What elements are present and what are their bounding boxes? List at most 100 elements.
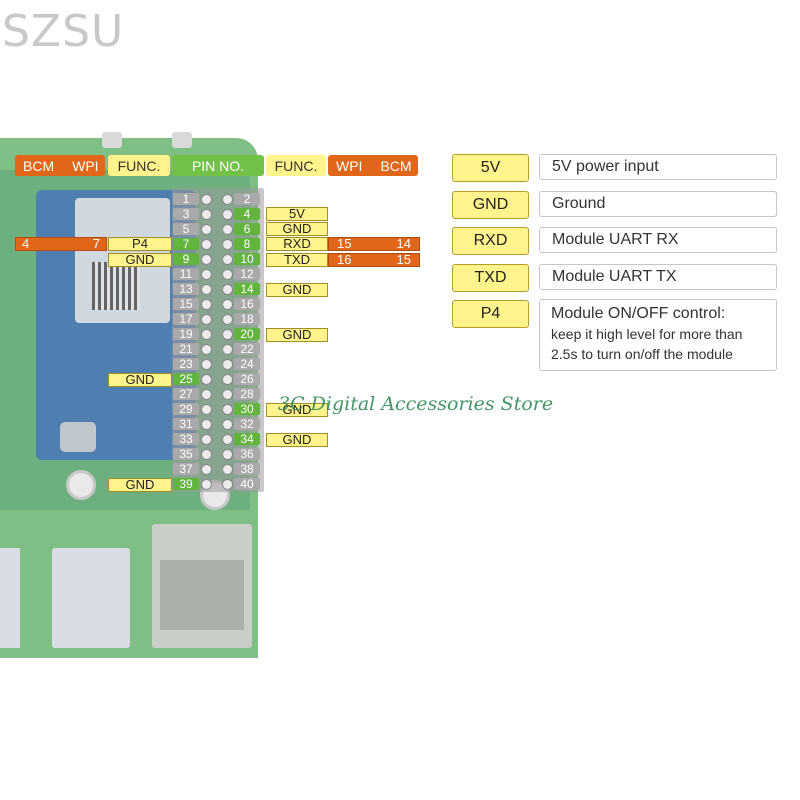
ethernet-port-inner: [160, 560, 244, 630]
header-right-wpi-bcm: WPI BCM: [328, 155, 418, 176]
legend-desc-txd: Module UART TX: [539, 264, 777, 290]
pin-contact: [222, 224, 233, 235]
pin-26: 26: [234, 373, 260, 385]
pin-4: 4: [234, 208, 260, 220]
pin34-func-label: GND: [266, 433, 328, 447]
pin-contact: [201, 269, 212, 280]
legend-p4-line3: 2.5s to turn on/off the module: [551, 346, 733, 362]
store-watermark: 3C Digital Accessories Store: [278, 393, 554, 415]
pin-29: 29: [173, 403, 199, 415]
pin-contact: [201, 329, 212, 340]
header-bcm-left: BCM: [23, 157, 55, 174]
usb-port: [0, 548, 20, 648]
pin-contact: [222, 194, 233, 205]
pin-36: 36: [234, 448, 260, 460]
pin8-func-label: RXD: [266, 237, 328, 251]
header-func-left: FUNC.: [108, 155, 170, 176]
legend-desc-5v: 5V power input: [539, 154, 777, 180]
pin-14: 14: [234, 283, 260, 295]
legend-key-txd: TXD: [452, 264, 529, 292]
pin6-func-label: GND: [266, 222, 328, 236]
pin-6: 6: [234, 223, 260, 235]
pin10-func-label: TXD: [266, 253, 328, 267]
pin-2: 2: [234, 193, 260, 205]
pin-contact: [222, 209, 233, 220]
pin7-func-label: P4: [108, 237, 172, 251]
pin-contact: [201, 449, 212, 460]
pin-13: 13: [173, 283, 199, 295]
pin-8: 8: [234, 238, 260, 250]
pin-contact: [222, 479, 233, 490]
legend-desc-p4: Module ON/OFF control: keep it high leve…: [539, 299, 777, 371]
pin-contact: [222, 344, 233, 355]
pin-contact: [201, 479, 212, 490]
pin-17: 17: [173, 313, 199, 325]
pin-18: 18: [234, 313, 260, 325]
pin-35: 35: [173, 448, 199, 460]
pin-32: 32: [234, 418, 260, 430]
pin-11: 11: [173, 268, 199, 280]
pin-contact: [201, 359, 212, 370]
legend-key-gnd: GND: [452, 191, 529, 219]
pin7-wpi: 7: [92, 236, 100, 251]
brand-watermark: SZSU: [2, 6, 125, 57]
pin8-wpi: 15: [337, 236, 352, 251]
pin10-wpi-bcm-label: 16 15: [328, 253, 420, 267]
pin-contact: [222, 449, 233, 460]
pin-contact: [201, 464, 212, 475]
header-func-right: FUNC.: [266, 155, 326, 176]
pin-22: 22: [234, 343, 260, 355]
pin30-func-label: GND: [266, 403, 328, 417]
pin-contact: [201, 254, 212, 265]
pin4-func-label: 5V: [266, 207, 328, 221]
pin-contact: [201, 224, 212, 235]
usb-c-port: [60, 422, 96, 452]
legend-p4-line2: keep it high level for more than: [551, 326, 743, 342]
pin-21: 21: [173, 343, 199, 355]
pin-contact: [222, 419, 233, 430]
pin-5: 5: [173, 223, 199, 235]
pin8-bcm: 14: [396, 236, 411, 251]
pin-34: 34: [234, 433, 260, 445]
pin-12: 12: [234, 268, 260, 280]
pin-contact: [222, 314, 233, 325]
pin-1: 1: [173, 193, 199, 205]
pin-15: 15: [173, 298, 199, 310]
pin9-func-label: GND: [108, 253, 172, 267]
pin-contact: [222, 464, 233, 475]
pin-contact: [222, 239, 233, 250]
pin-contact: [222, 434, 233, 445]
pin-39: 39: [173, 478, 199, 490]
legend-desc-rxd: Module UART RX: [539, 227, 777, 253]
pin-27: 27: [173, 388, 199, 400]
legend-key-5v: 5V: [452, 154, 529, 182]
pin-contact: [201, 284, 212, 295]
pin-9: 9: [173, 253, 199, 265]
pin-contact: [222, 254, 233, 265]
pin8-wpi-bcm-label: 15 14: [328, 237, 420, 251]
pin-20: 20: [234, 328, 260, 340]
pin-28: 28: [234, 388, 260, 400]
header-left-bcm-wpi: BCM WPI: [15, 155, 105, 176]
usb-port: [52, 548, 130, 648]
pin-38: 38: [234, 463, 260, 475]
legend-key-rxd: RXD: [452, 227, 529, 255]
pin7-bcm: 4: [22, 236, 30, 251]
pin-contact: [222, 284, 233, 295]
pin-3: 3: [173, 208, 199, 220]
led-component: [102, 132, 122, 148]
pin-contact: [201, 434, 212, 445]
pin-10: 10: [234, 253, 260, 265]
pin10-wpi: 16: [337, 252, 352, 267]
pin-37: 37: [173, 463, 199, 475]
pin-16: 16: [234, 298, 260, 310]
pin-contact: [201, 239, 212, 250]
pin39-func-label: GND: [108, 478, 172, 492]
mount-hole: [66, 470, 96, 500]
pin-40: 40: [234, 478, 260, 490]
pin20-func-label: GND: [266, 328, 328, 342]
pin-33: 33: [173, 433, 199, 445]
pin-contact: [201, 299, 212, 310]
led-component: [172, 132, 192, 148]
pin-23: 23: [173, 358, 199, 370]
